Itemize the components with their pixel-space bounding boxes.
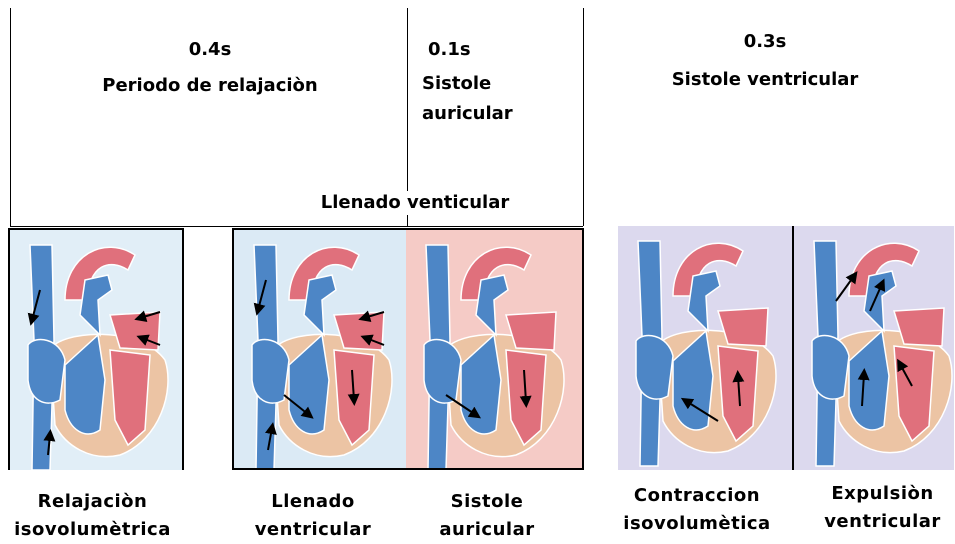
caption-line2: ventricular — [824, 511, 941, 532]
caption-line1: Sistole — [450, 491, 524, 512]
relaxation-duration: 0.4s — [188, 39, 232, 60]
panel-isovolumetric-contraction — [618, 226, 792, 470]
caption-line2: auricular — [439, 519, 535, 540]
caption-line2: isovolumètrica — [14, 519, 171, 540]
caption-line1: Expulsiòn — [831, 483, 934, 504]
ventricular-duration: 0.3s — [743, 31, 787, 52]
heart-illustration — [794, 226, 954, 470]
caption-line2: ventricular — [254, 519, 372, 540]
caption-line1: Contraccion — [633, 485, 761, 506]
atrial-phase-title-line1: Sistole — [422, 73, 492, 94]
caption-atrial-systole: Sistole auricular — [412, 488, 562, 544]
filling-label: Llenado venticular — [300, 191, 530, 215]
timeline-baseline — [10, 226, 583, 227]
caption-ventricular-ejection: Expulsiòn ventricular — [810, 480, 955, 536]
heart-illustration — [618, 226, 792, 470]
heart-illustration — [10, 230, 182, 470]
caption-line1: Llenado — [271, 491, 355, 512]
timeline-divider-relaxation-atrial — [407, 8, 408, 226]
caption-ventricular-filling: Llenado ventricular — [238, 488, 388, 544]
caption-isovolumetric-relaxation: Relajaciòn isovolumètrica — [0, 488, 185, 544]
panel-atrial-systole — [406, 228, 584, 470]
caption-line2: isovolumètica — [623, 513, 771, 534]
timeline-left-border — [10, 8, 11, 226]
heart-illustration — [406, 230, 582, 468]
timeline-divider-atrial-ventricular — [583, 8, 584, 226]
ventricular-phase-title: Sistole ventricular — [671, 69, 859, 90]
caption-isovolumetric-contraction: Contraccion isovolumètica — [612, 482, 782, 538]
atrial-duration: 0.1s — [428, 39, 471, 60]
caption-line1: Relajaciòn — [37, 491, 148, 512]
panel-ventricular-filling — [232, 228, 408, 470]
relaxation-phase-title: Periodo de relajaciòn — [102, 75, 318, 96]
heart-illustration — [234, 230, 406, 468]
panel-ventricular-ejection — [792, 226, 954, 470]
atrial-phase-title-line2: auricular — [422, 103, 513, 124]
panel-isovolumetric-relaxation — [8, 228, 184, 470]
